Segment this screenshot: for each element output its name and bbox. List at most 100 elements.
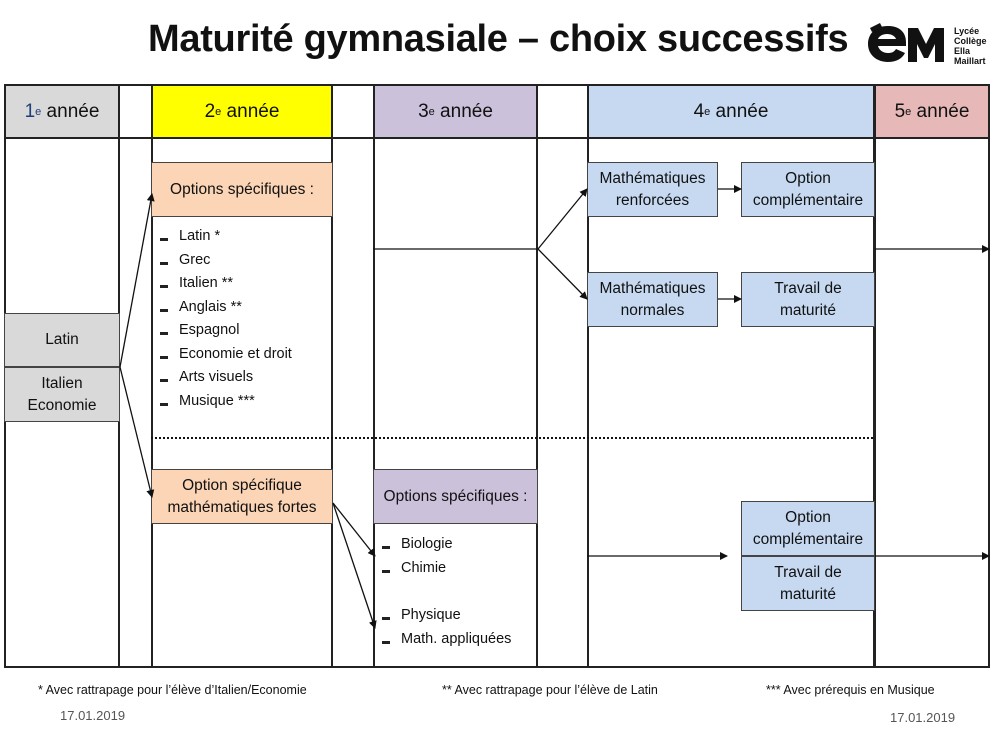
list-item: Grec <box>160 249 330 273</box>
list-item: Chimie <box>382 557 532 581</box>
latin-box: Latin <box>4 313 120 367</box>
list-item: Espagnol <box>160 319 330 343</box>
dash-icon <box>160 332 168 336</box>
option-label: Physique <box>401 607 461 623</box>
option-label: Chimie <box>401 559 447 576</box>
header-year-1-label: année <box>41 100 100 122</box>
economie-label: Economie <box>27 396 97 414</box>
travail-maturite-box-2: Travail de maturité <box>741 556 875 611</box>
header-year-5-num: 5 <box>894 100 906 122</box>
dash-icon <box>160 402 168 406</box>
list-item: Arts visuels <box>160 366 330 390</box>
option-label: Arts visuels <box>179 369 254 385</box>
list-item: Physique <box>382 604 532 628</box>
list-item: Musique *** <box>160 390 330 414</box>
option-complementaire-box: Option complémentaire <box>741 162 875 217</box>
date-right: 17.01.2019 <box>890 710 956 725</box>
options-specifiques-title: Options spécifiques : <box>170 180 314 198</box>
arrow-to-math-fortes <box>119 366 155 498</box>
math-renforcees-line1: Mathématiques <box>599 169 706 187</box>
list-item: Math. appliquées <box>382 628 532 652</box>
dash-icon <box>160 261 168 265</box>
logo-line: Lycée <box>954 26 980 36</box>
arrow-to-biologie-chimie <box>332 502 376 557</box>
italien-economie-box: Italien Economie <box>4 367 120 422</box>
header-year-4-label: année <box>710 100 769 122</box>
header-year-5-sup: e <box>905 105 912 118</box>
option-complementaire-box-2: Option complémentaire <box>741 501 875 556</box>
date-left: 17.01.2019 <box>60 708 126 723</box>
travail-maturite-box: Travail de maturité <box>741 272 875 327</box>
arrow-to-math-normales <box>537 248 588 300</box>
math-renforcees-line2: renforcées <box>615 191 690 209</box>
footnote-3: *** Avec prérequis en Musique <box>766 683 935 697</box>
header-year-2-label: année <box>221 100 280 122</box>
option-comp2-line2: complémentaire <box>752 530 864 548</box>
footnote-2: ** Avec rattrapage pour l’élève de Latin <box>442 683 658 697</box>
list-item: Anglais ** <box>160 296 330 320</box>
list-item: Latin * <box>160 225 330 249</box>
option-label: Biologie <box>401 536 453 552</box>
header-year-4-sup: e <box>704 105 711 118</box>
options-list: Latin * Grec Italien ** Anglais ** Espag… <box>160 225 330 413</box>
year3-options-box: Options spécifiques : <box>373 469 538 524</box>
dash-icon <box>160 285 168 289</box>
option-label: Latin * <box>179 228 221 244</box>
option-label: Math. appliquées <box>401 630 512 647</box>
italien-label: Italien <box>41 374 83 392</box>
travail2-line2: maturité <box>780 585 836 603</box>
header-year-3-num: 3 <box>418 100 429 122</box>
arrow-to-physique-math <box>332 502 377 629</box>
dash-icon <box>382 569 390 573</box>
header-year-1-num: 1 <box>24 100 36 122</box>
header-year-4-num: 4 <box>693 100 705 122</box>
header-year-5-label: année <box>911 100 970 122</box>
page-title: Maturité gymnasiale – choix successifs <box>148 18 849 60</box>
dash-icon <box>382 640 390 644</box>
travail-line2: maturité <box>780 301 836 319</box>
travail2-line1: Travail de <box>774 563 842 581</box>
math-renforcees-box: Mathématiques renforcées <box>587 162 718 217</box>
option-label: Economie et droit <box>179 345 292 362</box>
list-item: Italien ** <box>160 272 330 296</box>
option-comp-line2: complémentaire <box>752 191 864 209</box>
header-year-3-label: année <box>434 100 493 122</box>
dash-icon <box>160 238 168 242</box>
option-label: Espagnol <box>179 322 240 338</box>
header-year-2-num: 2 <box>204 100 216 122</box>
list-item: Biologie <box>382 533 532 557</box>
math-normales-line2: normales <box>620 301 685 319</box>
option-comp-line1: Option <box>785 169 831 187</box>
year3-options-list-a: Biologie Chimie <box>382 533 532 580</box>
options-specifiques-box: Options spécifiques : <box>151 162 333 217</box>
travail-line1: Travail de <box>774 279 842 297</box>
logo-text: Lycée Collège Ella Maillart <box>954 26 987 66</box>
math-fortes-line2: mathématiques fortes <box>167 498 317 516</box>
option-label: Musique *** <box>179 392 255 409</box>
dash-icon <box>382 546 390 550</box>
math-fortes-box: Option spécifique mathématiques fortes <box>151 469 333 524</box>
year3-options-title: Options spécifiques : <box>383 487 528 505</box>
option-comp2-line1: Option <box>785 508 831 526</box>
dash-icon <box>382 617 390 621</box>
option-label: Grec <box>179 251 211 268</box>
dash-icon <box>160 355 168 359</box>
option-label: Anglais ** <box>179 298 242 315</box>
arrow-to-math-renforcees <box>537 188 588 250</box>
math-normales-line1: Mathématiques <box>599 279 706 297</box>
dash-icon <box>160 308 168 312</box>
header-year-2-sup: e <box>215 105 222 118</box>
header-year-1-sup: e <box>35 105 42 118</box>
logo-line: Maillart <box>954 56 986 66</box>
arrow-to-options <box>119 193 155 368</box>
school-logo <box>868 23 944 62</box>
column-year-3 <box>373 84 538 668</box>
header-bottom-line <box>4 137 990 139</box>
header-year-3-sup: e <box>428 105 435 118</box>
footnote-1: * Avec rattrapage pour l’élève d’Italien… <box>38 683 307 697</box>
dash-icon <box>160 379 168 383</box>
